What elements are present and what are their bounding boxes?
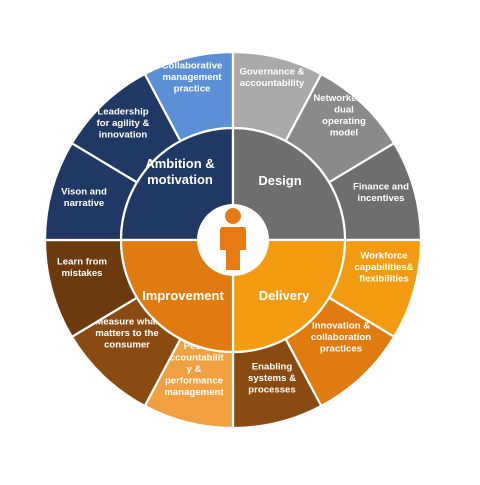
outer-label-line: dual	[334, 104, 354, 115]
outer-label-line: model	[330, 127, 358, 138]
outer-label-line: processes	[248, 385, 295, 396]
outer-label-governance: Governance &accountability	[239, 66, 304, 89]
quadrant-improvement	[119, 238, 235, 354]
quadrant-label-ambition: Ambition &motivation	[145, 156, 214, 187]
outer-label-line: consumer	[104, 340, 150, 351]
outer-label-line: accountabilit	[164, 353, 224, 364]
outer-label-line: matters to the	[95, 328, 158, 339]
outer-label-line: operating	[322, 116, 366, 127]
outer-label-line: Finance and	[353, 181, 409, 192]
outer-label-line: practice	[174, 84, 211, 95]
outer-label-line: systems &	[248, 373, 296, 384]
quadrant-ambition	[119, 126, 235, 242]
outer-label-line: management	[162, 72, 222, 83]
outer-label-line: incentives	[358, 193, 405, 204]
quadrant-label-line: Ambition &	[145, 156, 214, 171]
outer-label-line: management	[164, 387, 224, 398]
outer-label-line: mistakes	[61, 268, 102, 279]
outer-label-line: performance	[165, 376, 223, 387]
quadrant-label-line: motivation	[147, 172, 213, 187]
quadrant-label-design: Design	[258, 173, 301, 188]
quadrant-label-line: Delivery	[259, 288, 310, 303]
quadrant-design	[231, 126, 347, 242]
quadrant-label-delivery: Delivery	[259, 288, 310, 303]
quadrant-delivery	[231, 238, 347, 354]
outer-label-line: narrative	[64, 198, 105, 209]
outer-label-line: Collaborative	[162, 61, 223, 72]
quadrant-label-line: Improvement	[142, 288, 224, 303]
person-head	[225, 208, 241, 224]
quadrant-label-line: Design	[258, 173, 301, 188]
person-body	[220, 227, 246, 270]
quadrant-label-improvement: Improvement	[142, 288, 224, 303]
person-icon	[220, 208, 246, 270]
outer-label-line: Governance &	[239, 66, 304, 77]
outer-label-line: innovation	[99, 130, 148, 141]
outer-label-line: y &	[187, 364, 202, 375]
outer-label-line: collaboration	[311, 332, 371, 343]
outer-label-line: Measure what	[95, 317, 159, 328]
outer-label-line: Learn from	[57, 256, 107, 267]
outer-label-line: accountability	[240, 78, 305, 89]
outer-label-line: capabilities&	[354, 262, 413, 273]
outer-label-line: flexibilities	[359, 274, 409, 285]
outer-label-line: Innovation &	[312, 321, 370, 332]
outer-label-line: Vison and	[61, 186, 107, 197]
outer-label-line: Enabling	[252, 362, 293, 373]
outer-label-line: Networked or	[313, 93, 375, 104]
outer-label-line: Leadership	[97, 107, 148, 118]
outer-label-line: Workforce	[360, 251, 407, 262]
outer-label-line: Peer	[184, 341, 205, 352]
outer-label-line: practices	[320, 344, 362, 355]
outer-label-line: for agility &	[97, 118, 150, 129]
